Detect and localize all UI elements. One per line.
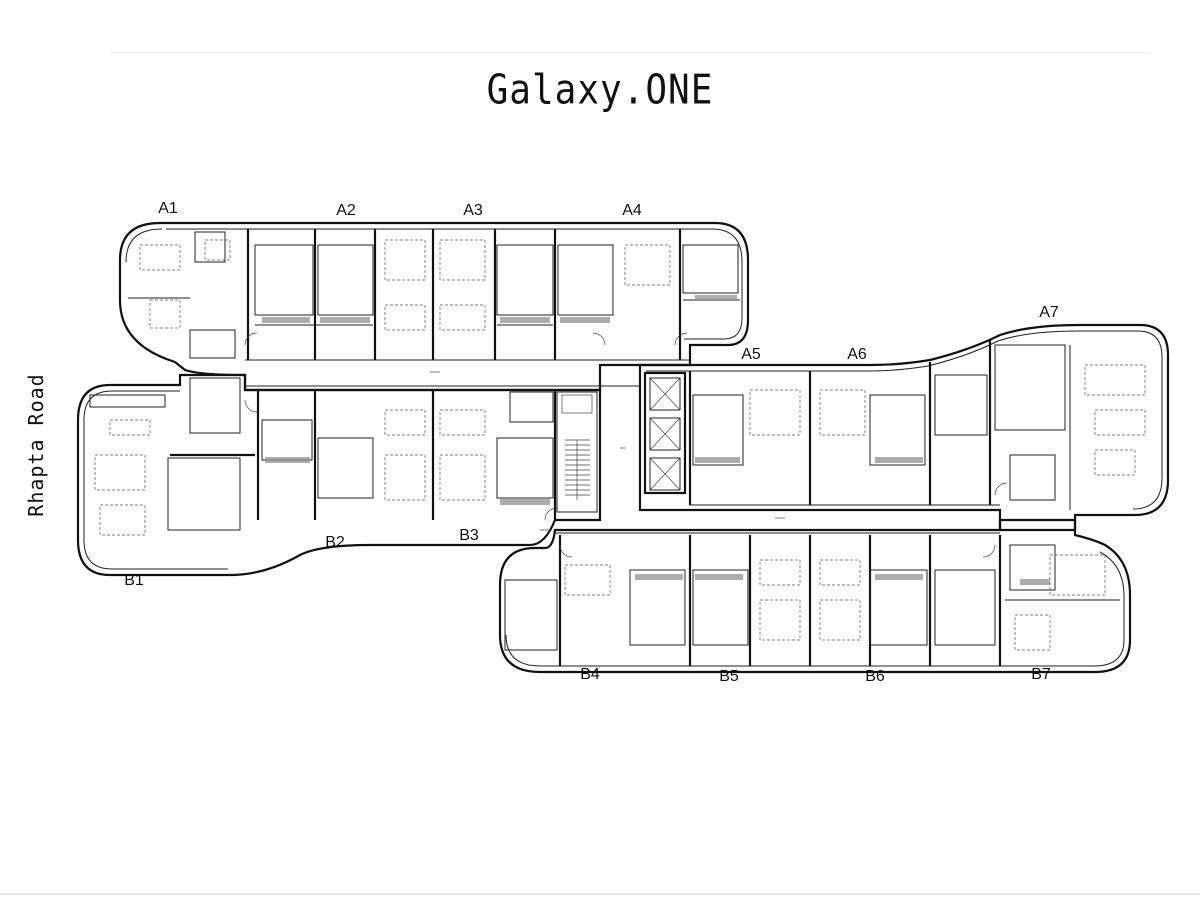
unit-label-a7: A7 bbox=[1039, 304, 1059, 321]
unit-label-a1: A1 bbox=[158, 200, 178, 217]
annotation-marks bbox=[430, 371, 785, 531]
unit-label-b6: B6 bbox=[865, 668, 885, 685]
lift-core bbox=[643, 371, 687, 495]
door-swings bbox=[244, 332, 1008, 558]
unit-label-a4: A4 bbox=[622, 202, 642, 219]
corridors bbox=[245, 359, 1000, 534]
unit-label-b7: B7 bbox=[1031, 666, 1051, 683]
unit-label-b2: B2 bbox=[325, 534, 345, 551]
unit-label-b3: B3 bbox=[459, 527, 479, 544]
top-rule bbox=[110, 52, 1150, 53]
unit-label-b4: B4 bbox=[580, 666, 600, 683]
outer-walls bbox=[76, 221, 1170, 674]
unit-label-a6: A6 bbox=[847, 346, 867, 363]
unit-label-a2: A2 bbox=[336, 202, 356, 219]
unit-label-b5: B5 bbox=[719, 668, 739, 685]
room-partitions bbox=[89, 231, 1120, 651]
furniture bbox=[94, 239, 1146, 651]
plan-title: Galaxy.ONE bbox=[486, 66, 714, 115]
bottom-rule bbox=[0, 893, 1200, 895]
unit-label-a3: A3 bbox=[463, 202, 483, 219]
unit-label-b1: B1 bbox=[124, 572, 144, 589]
unit-label-a5: A5 bbox=[741, 346, 761, 363]
balcony-hatching bbox=[262, 295, 1050, 585]
party-walls bbox=[170, 229, 1002, 666]
stair-core bbox=[556, 391, 598, 513]
